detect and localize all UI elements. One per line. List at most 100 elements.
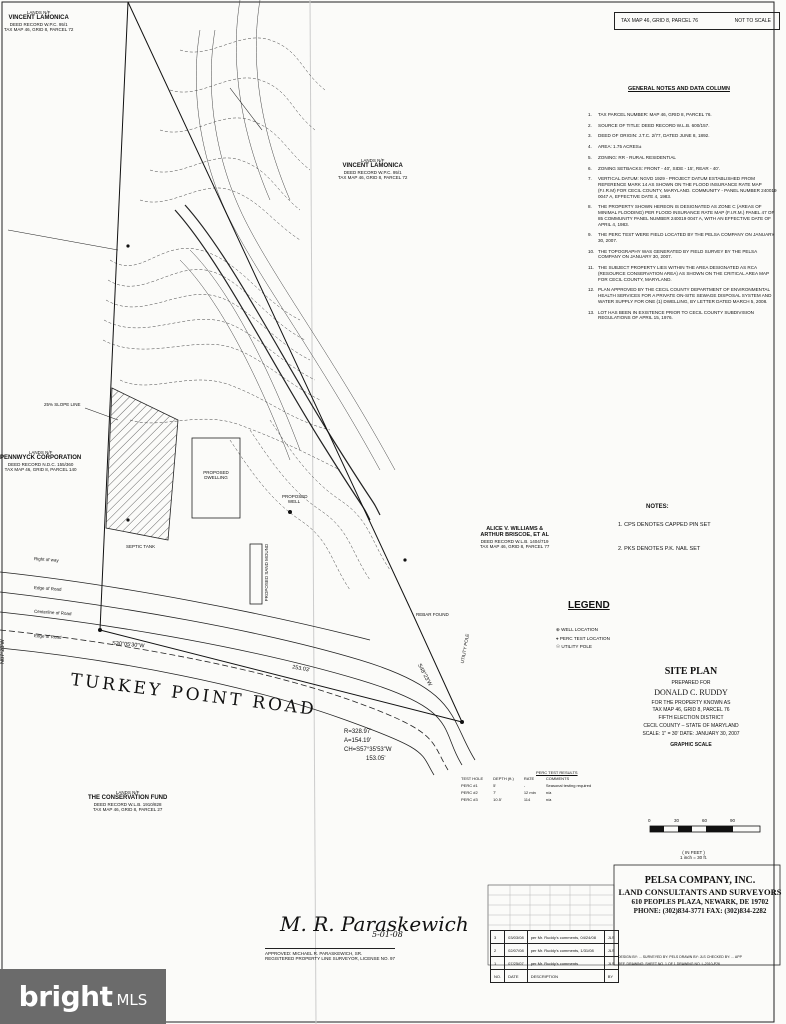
note-text: PLAN APPROVED BY THE CECIL COUNTY DEPART…: [598, 287, 772, 304]
dwelling-outline: [191, 437, 241, 519]
note-text: TAX PARCEL NUMBER: MAP 46, GRID 8, PARCE…: [598, 112, 712, 117]
note-text: AREA: 1.75 ACRES±: [598, 144, 642, 150]
notes-header: NOTES:: [646, 504, 669, 510]
note-item: 10.THE TOPOGRAPHY WAS GENERATED BY FIELD…: [588, 249, 778, 260]
firm-name: PELSA COMPANY, INC.: [644, 875, 756, 886]
contour-lines-solid: [179, 0, 396, 471]
note-number: 4.: [588, 144, 592, 150]
note-item: 9. THE PERC TEST WERE FIELD LOCATED BY TH…: [588, 232, 778, 243]
note-item: 2. SOURCE OF TITLE: DEED RECORD W.L.B. 60…: [588, 123, 778, 129]
note-number: 7.: [588, 176, 592, 182]
owner-williams: ALICE V. WILLIAMS & ARTHUR BRISCOE, ET A…: [480, 526, 550, 549]
note-number: 13.: [588, 309, 595, 315]
note-item: 4. AREA: 1.75 ACRES±: [588, 144, 778, 150]
well-marker: [288, 510, 292, 514]
owner-conservation: LANDS N/F THE CONSERVATION FUND DEED REC…: [88, 790, 168, 813]
scale-tick-30: 30: [674, 818, 680, 823]
sand-mound-label: PROPOSED SAND MOUND: [264, 543, 270, 602]
owner-lamonica-nw: LANDS N/F VINCENT LAMONICA DEED RECORD W…: [4, 10, 74, 33]
tax-map-label: TAX MAP 46, GRID 8, PARCEL 76: [621, 18, 699, 24]
road-lines: [0, 571, 476, 776]
site-plan-title-block: SITE PLAN PREPARED FOR DONALD C. RUDDY F…: [596, 664, 786, 750]
sand-mound-outline: [249, 543, 263, 605]
scale-unit: ( IN FEET ) 1 inch = 30 ft.: [680, 850, 708, 860]
owner-pennwyck: LANDS N/F PENNWYCK CORPORATION DEED RECO…: [0, 450, 82, 473]
note-item: 1. TAX PARCEL NUMBER: MAP 46, GRID 8, PAR…: [588, 112, 778, 118]
bright-mls-watermark: bright MLS: [0, 969, 166, 1024]
approval-date: 5-01-08: [372, 930, 403, 939]
rebar-label: REBAR FOUND: [416, 612, 449, 617]
client-name: DONALD C. RUDDY: [654, 688, 728, 698]
note-text: ZONING: RR - RURAL RESIDENTIAL: [598, 154, 676, 160]
note-item: 7. VERTICAL DATUM: NGVD 1929 - PROJECT DA…: [588, 176, 778, 199]
note-number: 1.: [588, 112, 592, 117]
site-plan-title: SITE PLAN: [664, 666, 718, 677]
note-number: 12.: [588, 287, 595, 293]
legend: ⊕ WELL LOCATION ⌖ PERC TEST LOCATION ☉ U…: [556, 626, 610, 652]
note-pks: 2. PKS DENOTES P.K. NAIL SET: [618, 546, 701, 552]
septic-area: [105, 387, 179, 541]
firm-block: PELSA COMPANY, INC. LAND CONSULTANTS AND…: [616, 874, 784, 916]
note-text: SOURCE OF TITLE: DEED RECORD W.L.B. 600/…: [598, 122, 710, 128]
note-number: 6.: [588, 165, 592, 171]
note-text: ZONING SETBACKS: FRONT - 40', SIDE - 15'…: [598, 165, 721, 171]
design-line: DESIGN BY: ... SURVEYED BY: PELS DRAWN B…: [618, 955, 742, 959]
scale-tick-0: 0: [648, 818, 651, 823]
legend-perc: ⌖ PERC TEST LOCATION: [556, 635, 610, 641]
note-text: THE TOPOGRAPHY WAS GENERATED BY FIELD SU…: [598, 248, 757, 260]
note-number: 2.: [588, 122, 592, 128]
fold-line: [309, 0, 317, 1024]
dwelling-label: PROPOSED DWELLING: [203, 470, 229, 481]
leader-lines: [7, 87, 263, 421]
note-number: 8.: [588, 204, 592, 210]
note-number: 11.: [588, 265, 595, 271]
note-item: 3. DEED OF ORIGIN: J.T.C. 2/77, DATED JUN…: [588, 133, 778, 139]
property-boundary: [99, 1, 463, 723]
note-item: 13.LOT HAS BEEN IN EXISTENCE PRIOR TO CE…: [588, 310, 778, 321]
graphic-scale-bar: [649, 825, 761, 833]
title-strip: TAX MAP 46, GRID 8, PARCEL 76 NOT TO SCA…: [614, 12, 780, 30]
note-text: THE PERC TEST WERE FIELD LOCATED BY THE …: [598, 232, 775, 244]
curve-data: R=328.97' A=154.19' CH=S57°35'53"W 153.0…: [344, 729, 392, 762]
note-item: 12.PLAN APPROVED BY THE CECIL COUNTY DEP…: [588, 287, 778, 304]
well-label: PROPOSED WELL: [282, 494, 308, 505]
note-item: 5.ZONING: RR - RURAL RESIDENTIAL: [588, 155, 778, 161]
note-cps: 1. CPS DENOTES CAPPED PIN SET: [618, 522, 711, 528]
note-text: VERTICAL DATUM: NGVD 1929 - PROJECT DATU…: [598, 176, 777, 199]
note-number: 10.: [588, 248, 595, 254]
owner-lamonica-center: LANDS N/F VINCENT LAMONICA DEED RECORD W…: [338, 158, 408, 181]
scale-tick-60: 60: [702, 818, 708, 823]
note-number: 3.: [588, 133, 592, 139]
ref-line: REF. DRAWING: SHEET NO. 1 OF 1 DRAWING N…: [618, 962, 720, 966]
scale-note: NOT TO SCALE: [734, 18, 771, 24]
note-item: 6. ZONING SETBACKS: FRONT - 40', SIDE - 1…: [588, 166, 778, 172]
note-text: LOT HAS BEEN IN EXISTENCE PRIOR TO CECIL…: [598, 309, 754, 321]
note-text: THE PROPERTY SHOWN HEREON IS DESIGNATED …: [598, 204, 775, 227]
surveyor-signature: M. R. Paraskewich: [280, 912, 469, 936]
scale-tick-90: 90: [730, 818, 736, 823]
approval-line: APPROVED: MICHAEL R. PARASKEWICH, SR. RE…: [265, 948, 396, 961]
slope-label: 25% SLOPE LINE: [44, 402, 81, 407]
legend-utility: ☉ UTILITY POLE: [556, 644, 592, 650]
contour-lines: [102, 37, 391, 591]
legend-well: ⊕ WELL LOCATION: [556, 627, 598, 632]
general-notes: 1. TAX PARCEL NUMBER: MAP 46, GRID 8, PAR…: [588, 112, 778, 326]
bright-logo-word: bright: [18, 980, 113, 1013]
septic-tank-label: SEPTIC TANK: [126, 544, 156, 549]
note-item: 11.THE SUBJECT PROPERTY LIES WITHIN THE …: [588, 265, 778, 282]
note-text: DEED OF ORIGIN: J.T.C. 2/77, DATED JUNE …: [598, 133, 710, 139]
note-number: 9.: [588, 232, 592, 238]
note-text: THE SUBJECT PROPERTY LIES WITHIN THE ARE…: [598, 265, 769, 282]
